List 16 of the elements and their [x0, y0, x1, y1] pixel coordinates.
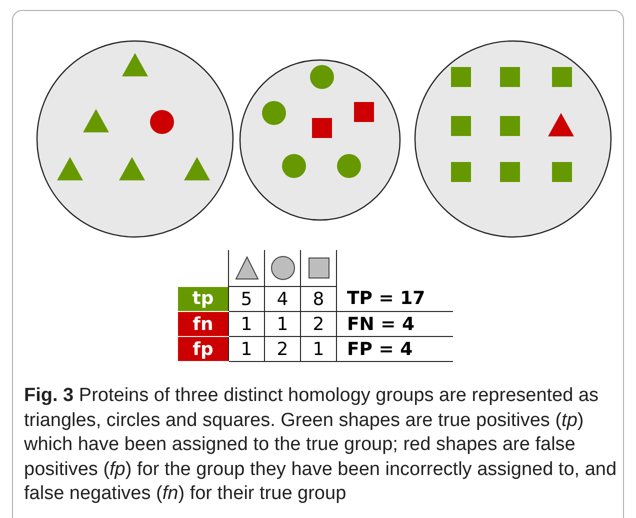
count-cell: 4: [264, 286, 300, 312]
count-cell: 2: [264, 336, 300, 362]
count-cell: 1: [228, 336, 264, 362]
count-cell: 8: [300, 286, 336, 312]
total-cell: FN = 4: [336, 312, 453, 336]
count-cell: 1: [228, 312, 264, 336]
row-header-cell: fp: [178, 336, 228, 362]
total-cell: FP = 4: [336, 336, 453, 362]
row-header-cell: tp: [178, 286, 228, 312]
count-cell: 1: [264, 312, 300, 336]
count-cell: 5: [228, 286, 264, 312]
figure-caption: Fig. 3 Proteins of three distinct homology groups are represented as triangles, circles and squares. Green shapes are true positives (tp) which have been assigned to the true group; red shapes are false positives (fp) for the group they have been incorrectly assigned to, and false negatives (fn) for their true group: [24, 384, 618, 506]
row-header-cell: fn: [178, 312, 228, 336]
total-cell: TP = 17: [336, 286, 453, 312]
count-cell: 1: [300, 336, 336, 362]
count-cell: 2: [300, 312, 336, 336]
